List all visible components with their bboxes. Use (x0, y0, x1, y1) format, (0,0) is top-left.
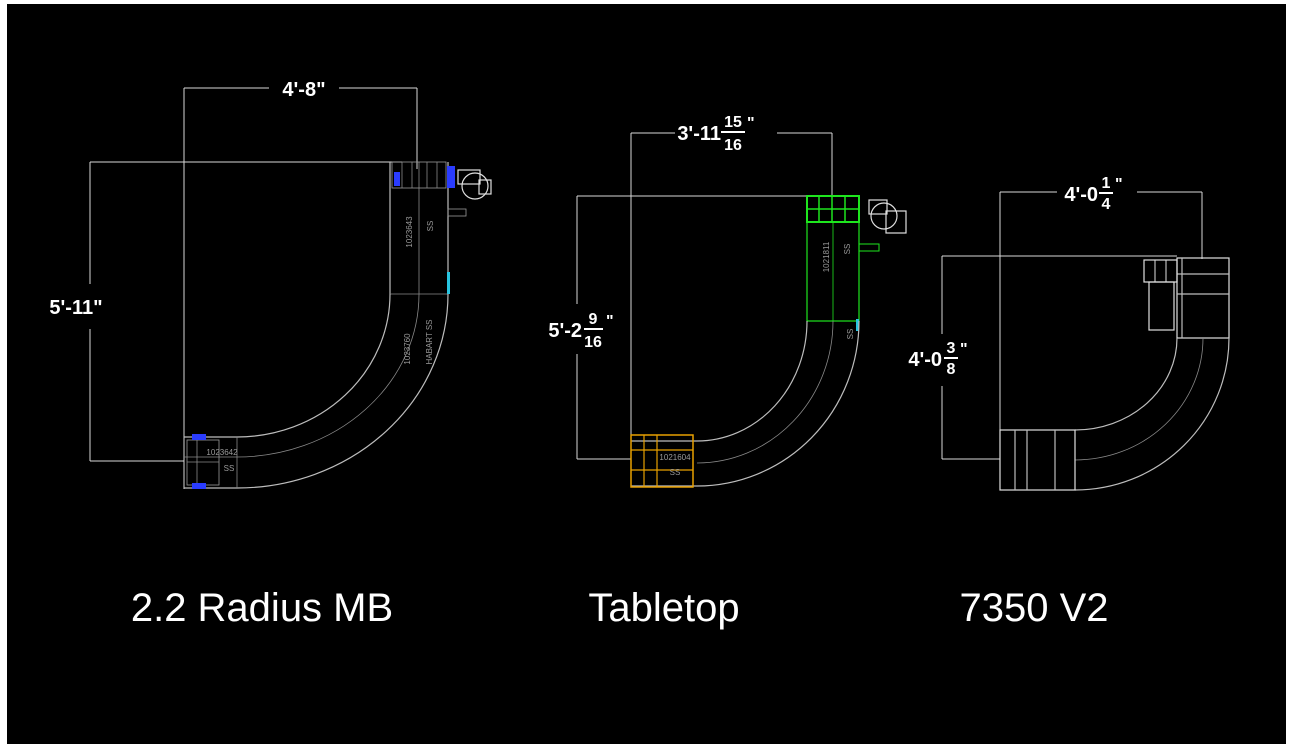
motor-icon (1143, 259, 1178, 331)
height-dimension-numerator: 9 (589, 311, 598, 328)
conveyor-7350-v2: 4'-0 1 4 " 4'-0 3 8 " (902, 172, 1230, 630)
cad-drawing-canvas: 4'-8" 5'-11" (7, 4, 1286, 744)
conveyor-label: 7350 V2 (959, 586, 1108, 630)
part-tag: 1021604 (659, 453, 691, 462)
width-dimension-1: 4'-8" (183, 78, 418, 489)
height-dimension-2: 5'-2 9 16 " (532, 195, 807, 460)
width-dimension-whole: 4'-0 (1064, 184, 1098, 206)
conveyor-2-2-radius-mb: 4'-8" 5'-11" (49, 78, 492, 630)
width-dimension-denominator: 4 (1102, 196, 1111, 213)
part-tag: 1023643 (405, 216, 414, 248)
part-tag: SS (846, 329, 855, 340)
part-tag: SS (426, 221, 435, 232)
width-dimension-3: 4'-0 1 4 " (999, 172, 1203, 434)
width-dimension-numerator: 1 (1102, 175, 1111, 192)
width-dimension-inch-mark: " (1115, 176, 1123, 193)
motor-icon (457, 169, 492, 200)
conveyor-body-2: 1021811 SS 1021604 SS SS (630, 195, 907, 488)
width-dimension-denominator: 16 (724, 137, 742, 154)
part-tag: 1023642 (206, 448, 238, 457)
height-dimension-whole: 4'-0 (908, 349, 942, 371)
part-tag: SS (670, 468, 681, 477)
width-dimension-inch-mark: " (747, 115, 755, 132)
motor-icon (868, 199, 907, 234)
height-dimension-denominator: 16 (584, 334, 602, 351)
width-dimension-whole: 3'-11 (677, 123, 721, 145)
height-dimension-1: 5'-11" (49, 161, 402, 462)
part-tag: 1023760 (403, 333, 412, 365)
height-dimension-whole: 5'-2 (548, 320, 582, 342)
conveyor-layout-drawing: 4'-8" 5'-11" (49, 78, 1230, 630)
part-tag: 1021811 (822, 241, 831, 272)
part-tag: SS (843, 244, 852, 255)
height-dimension-denominator: 8 (947, 361, 956, 378)
conveyor-label: Tabletop (588, 586, 739, 630)
height-dimension-numerator: 3 (947, 340, 956, 357)
conveyor-tabletop: 3'-11 15 16 " 5'-2 9 16 " (532, 114, 907, 630)
conveyor-body-3 (999, 257, 1230, 491)
width-dimension-2: 3'-11 15 16 " (630, 114, 833, 436)
part-tag: SS (224, 464, 235, 473)
width-dimension-numerator: 15 (724, 114, 742, 131)
height-dimension-inch-mark: " (606, 313, 614, 330)
conveyor-label: 2.2 Radius MB (131, 586, 393, 630)
width-dimension-text: 4'-8" (282, 79, 325, 101)
height-dimension-3: 4'-0 3 8 " (902, 255, 1177, 460)
part-tag: HABART SS (425, 319, 434, 364)
height-dimension-text: 5'-11" (49, 297, 102, 319)
conveyor-body-1: 1023643 SS 1023760 HABART SS 1023642 SS (184, 161, 492, 489)
height-dimension-inch-mark: " (960, 341, 968, 358)
